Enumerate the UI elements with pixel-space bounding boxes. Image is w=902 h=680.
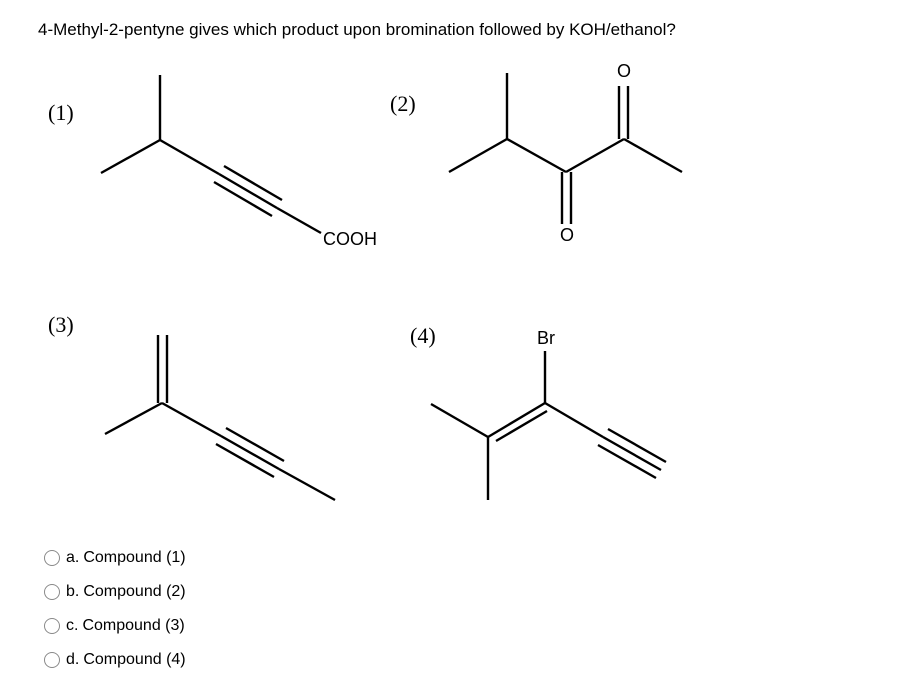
option-letter: a. (66, 549, 80, 566)
structure-1-triple-bond (223, 164, 283, 202)
structure-2-methyl-bond (448, 137, 508, 174)
structure-3-single-bond (278, 467, 336, 502)
structure-4-alkene-bond (495, 409, 548, 443)
structure-3-triple-bond (225, 426, 285, 463)
structure-4-alkene-bond (487, 401, 546, 439)
option-c[interactable]: c. Compound (3) (44, 609, 186, 643)
option-letter: b. (66, 583, 80, 600)
radio-button[interactable] (44, 652, 60, 668)
structure-2-skeleton (448, 73, 683, 224)
structure-3-label: (3) (48, 312, 74, 337)
structure-3-triple-bond (220, 434, 280, 471)
structure-3-single-bond (161, 401, 222, 438)
radio-button[interactable] (44, 550, 60, 566)
structure-1-triple-bond (213, 180, 273, 218)
structure-1-triple-bond (218, 172, 278, 210)
structure-2-single-bond (565, 137, 625, 174)
question-text: 4-Methyl-2-pentyne gives which product u… (38, 20, 676, 39)
option-text: Compound (3) (82, 617, 185, 634)
structure-2-oxygen-top-text: O (617, 61, 632, 81)
option-text: Compound (1) (83, 549, 186, 566)
structure-3-single-bond (104, 401, 163, 436)
radio-button[interactable] (44, 618, 60, 634)
option-letter: d. (66, 651, 80, 668)
structure-4-single-bond (430, 402, 489, 439)
structure-3-skeleton (104, 335, 336, 502)
answer-options: a. Compound (1) b. Compound (2) c. Compo… (44, 541, 186, 677)
structure-4-skeleton (430, 351, 667, 500)
structure-1-methyl-bond (100, 138, 161, 175)
structure-1-cooh-text: COOH (323, 229, 377, 249)
structure-4-bromine-text: Br (537, 328, 555, 348)
option-d[interactable]: d. Compound (4) (44, 643, 186, 677)
structure-4-triple-bond (602, 435, 662, 472)
structure-2-single-bond (506, 137, 567, 174)
structure-4-label: (4) (410, 323, 436, 348)
structure-2-label: (2) (390, 91, 416, 116)
structure-1-skeleton (100, 75, 322, 235)
structure-3-triple-bond (215, 442, 275, 479)
option-text: Compound (2) (83, 583, 186, 600)
structure-2-oxygen-bottom-text: O (560, 225, 575, 245)
radio-button[interactable] (44, 584, 60, 600)
structure-1-label: (1) (48, 100, 74, 125)
option-a[interactable]: a. Compound (1) (44, 541, 186, 575)
structure-1-single-bond (159, 138, 220, 176)
option-text: Compound (4) (83, 651, 186, 668)
structure-4-triple-bond (597, 443, 657, 480)
structure-4-single-bond (544, 401, 604, 439)
structure-2-single-bond (623, 137, 683, 174)
option-letter: c. (66, 617, 79, 634)
structure-1-single-bond (276, 206, 322, 235)
structure-4-triple-bond (607, 427, 667, 464)
option-b[interactable]: b. Compound (2) (44, 575, 186, 609)
